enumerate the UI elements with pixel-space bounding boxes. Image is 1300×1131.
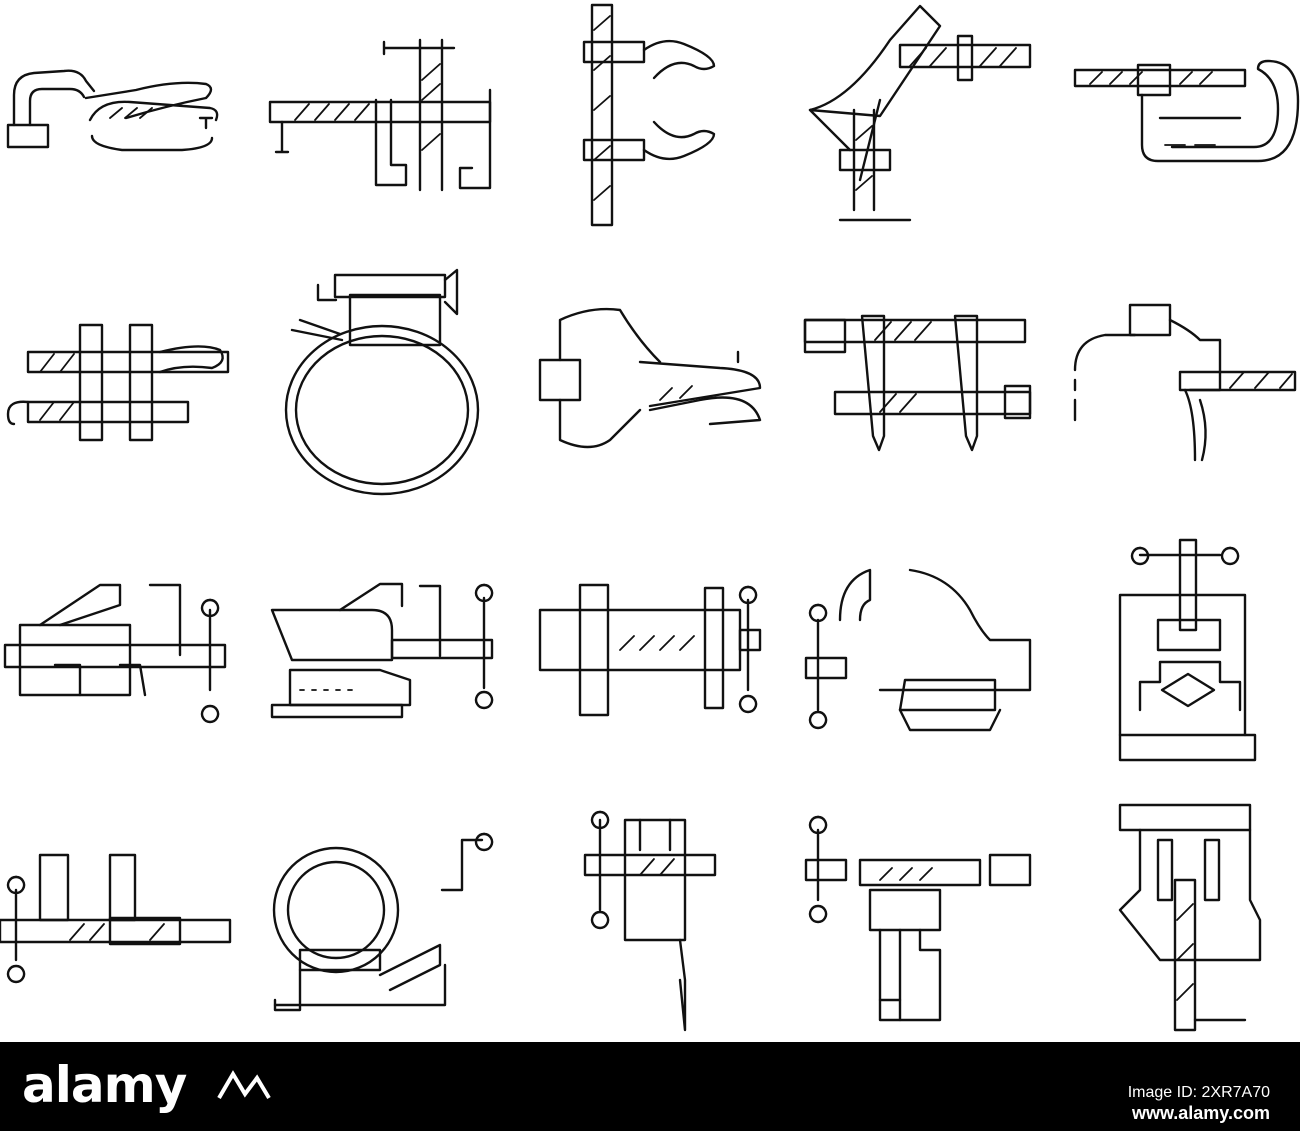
icon-sheet xyxy=(0,3,1300,1032)
clamp-on-vise-icon xyxy=(804,815,1032,1022)
anvil-vise-icon xyxy=(270,582,494,719)
image-url[interactable]: www.alamy.com xyxy=(1131,1103,1270,1123)
watermark-footer: alamy Image ID: 2XR7A70 www.alamy.com xyxy=(0,1042,1300,1131)
alamy-logo-icon xyxy=(217,1070,271,1100)
quick-release-clamp-icon xyxy=(6,323,230,442)
image-id-label: Image ID: 2XR7A70 xyxy=(1127,1084,1270,1101)
hose-clamp-icon xyxy=(284,268,480,496)
trigger-clamp-icon xyxy=(1073,303,1297,462)
machine-vise-icon xyxy=(0,853,232,984)
pipe-vise-icon xyxy=(1118,538,1257,762)
image-reference: Image ID: 2XR7A70 www.alamy.com xyxy=(1128,1082,1270,1124)
pipe-bender-icon xyxy=(272,832,494,1012)
woodworking-vise-icon xyxy=(538,583,762,717)
brand-wordmark: alamy xyxy=(22,1056,187,1114)
swivel-vise-icon xyxy=(804,568,1032,732)
parallel-clamp-icon xyxy=(803,314,1032,452)
corner-clamp-icon xyxy=(808,4,1032,222)
bar-clamp-icon xyxy=(268,38,492,192)
bench-vise-icon xyxy=(3,583,227,724)
hand-clamp-icon xyxy=(6,69,219,152)
leg-vise-icon xyxy=(583,810,717,1032)
locking-pliers-icon xyxy=(538,307,762,449)
press-vise-icon xyxy=(1118,803,1262,1032)
c-clamp-icon xyxy=(1073,59,1300,163)
f-clamp-icon xyxy=(582,3,716,227)
